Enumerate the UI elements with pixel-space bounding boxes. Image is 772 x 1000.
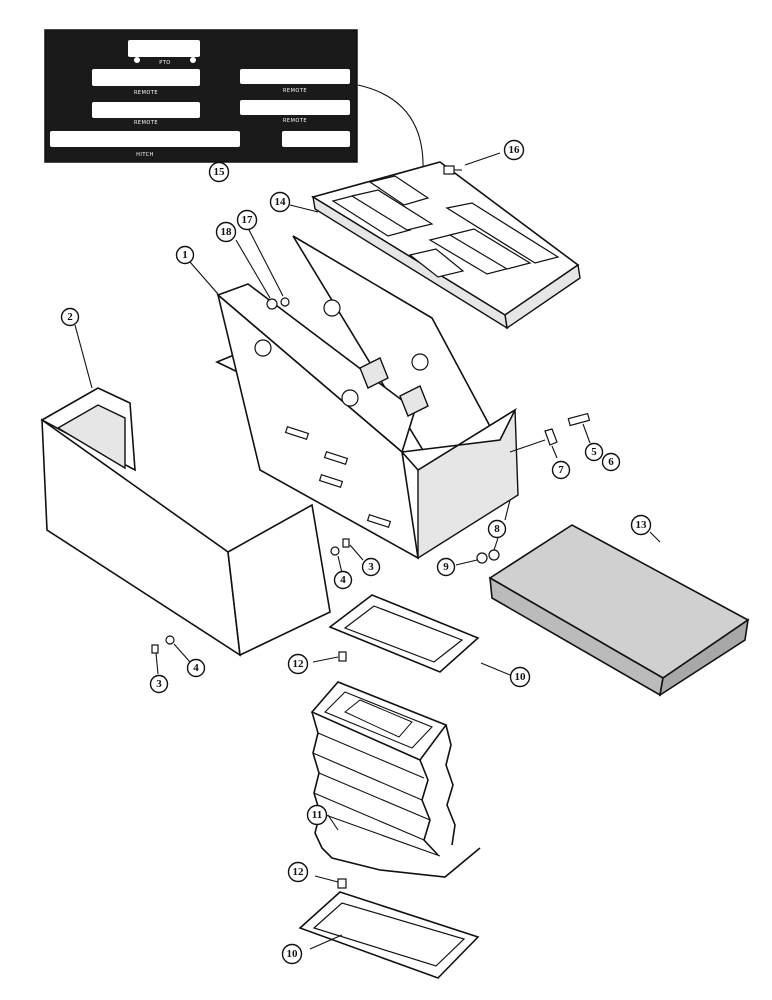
svg-text:4: 4 <box>193 662 199 674</box>
decal-label-remote-4: REMOTE <box>283 118 307 124</box>
callout-12-upper: 12 <box>287 653 309 675</box>
callout-11: 11 <box>306 804 328 826</box>
decal-label-hitch: HITCH <box>136 152 154 158</box>
leader-11 <box>327 814 339 831</box>
leader-13 <box>649 531 661 543</box>
nut-washer-8-9 <box>455 499 511 566</box>
top-cover <box>311 161 581 330</box>
leader-10-upper <box>480 662 511 676</box>
callout-8: 8 <box>487 519 507 539</box>
svg-text:2: 2 <box>67 311 73 323</box>
console-housing <box>215 235 519 560</box>
svg-text:3: 3 <box>156 678 162 690</box>
decal-label-pto: PTO <box>159 60 171 66</box>
callout-10-lower: 10 <box>281 943 303 965</box>
callout-9: 9 <box>436 557 456 577</box>
callout-15: 15 <box>208 161 230 183</box>
svg-text:6: 6 <box>608 456 614 468</box>
svg-text:15: 15 <box>214 166 226 178</box>
svg-text:14: 14 <box>275 196 287 208</box>
callout-1: 1 <box>175 245 195 265</box>
callout-7: 7 <box>551 460 571 480</box>
svg-text:9: 9 <box>443 561 449 573</box>
decal-label-remote-3: REMOTE <box>134 120 158 126</box>
callout-5: 5 <box>584 442 604 462</box>
screw-washer-left <box>151 635 191 675</box>
bellows-boot <box>310 681 481 878</box>
callout-18: 18 <box>215 221 237 243</box>
svg-text:11: 11 <box>312 809 322 821</box>
svg-text:17: 17 <box>242 214 254 226</box>
svg-text:16: 16 <box>509 144 521 156</box>
svg-text:1: 1 <box>182 249 188 261</box>
foam-pad <box>488 524 750 697</box>
callout-4-right: 4 <box>333 570 353 590</box>
bolt-spacer-5-6-7 <box>509 412 591 459</box>
callout-17: 17 <box>236 209 258 231</box>
callout-12-lower: 12 <box>287 861 309 883</box>
svg-text:18: 18 <box>221 226 233 238</box>
callout-3-left: 3 <box>149 674 169 694</box>
callout-3-right: 3 <box>361 557 381 577</box>
side-shroud <box>40 387 331 657</box>
leader-2 <box>74 324 93 389</box>
screw-12-lower <box>314 875 347 889</box>
leader-14 <box>289 204 319 213</box>
leader-1 <box>189 261 219 295</box>
callout-10-upper: 10 <box>509 666 531 688</box>
decal-label-remote-2: REMOTE <box>283 88 307 94</box>
svg-text:13: 13 <box>636 519 648 531</box>
callout-4-left: 4 <box>186 658 206 678</box>
svg-text:10: 10 <box>287 948 299 960</box>
callout-6: 6 <box>601 452 621 472</box>
screw-12-upper <box>312 651 347 663</box>
callout-14: 14 <box>269 191 291 213</box>
decal-label-remote-1: REMOTE <box>134 90 158 96</box>
svg-text:10: 10 <box>515 671 527 683</box>
control-decal: PTO REMOTE REMOTE REMOTE REMOTE HITCH <box>44 29 358 163</box>
callout-13: 13 <box>630 514 652 536</box>
screw-washer-right <box>330 538 364 574</box>
callout-2: 2 <box>60 307 80 327</box>
callout-16: 16 <box>503 139 525 161</box>
decal-leader <box>357 84 424 171</box>
screw-16 <box>443 152 501 175</box>
svg-text:12: 12 <box>293 658 305 670</box>
svg-text:5: 5 <box>591 446 597 458</box>
svg-text:4: 4 <box>340 574 346 586</box>
nut-washer-17-18 <box>235 227 290 310</box>
svg-text:7: 7 <box>558 464 564 476</box>
gasket-upper <box>328 594 480 673</box>
svg-text:12: 12 <box>293 866 305 878</box>
svg-text:8: 8 <box>494 523 500 535</box>
gasket-lower <box>298 891 480 979</box>
svg-text:3: 3 <box>368 561 374 573</box>
